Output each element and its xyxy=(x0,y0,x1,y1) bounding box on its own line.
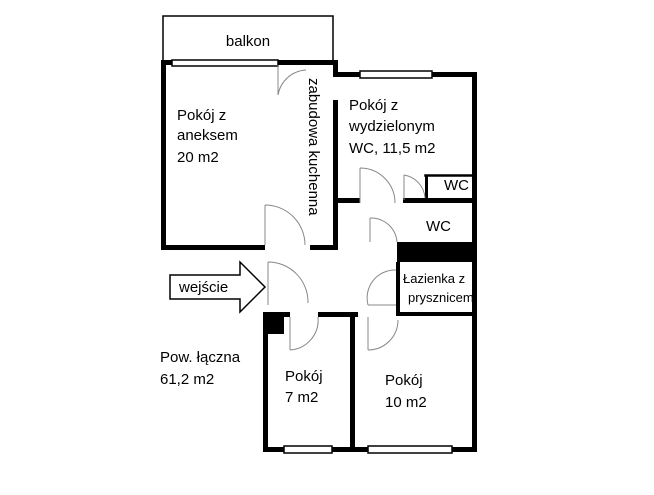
wall-wc-top xyxy=(424,174,474,177)
door-room10 xyxy=(367,317,399,351)
window-room10 xyxy=(367,445,453,454)
door-bath xyxy=(366,269,397,306)
door-room11 xyxy=(359,167,396,204)
label-living-2: aneksem xyxy=(177,127,238,144)
entrance-arrow-icon xyxy=(169,260,267,314)
window-living xyxy=(171,59,279,67)
door-wc2 xyxy=(369,217,398,243)
wall-wc1-left xyxy=(425,175,428,201)
wall-kitchen-right xyxy=(333,100,338,250)
label-wc2: WC xyxy=(426,218,451,235)
door-room7 xyxy=(289,316,319,351)
label-room11-2: wydzielonym xyxy=(348,118,435,135)
door-wc1 xyxy=(403,174,426,200)
window-room7 xyxy=(283,445,333,454)
label-room11-3: WC, 11,5 m2 xyxy=(349,140,435,157)
door-entrance xyxy=(267,261,309,305)
label-room7-2: 7 m2 xyxy=(285,389,318,406)
wall-kitchen-top xyxy=(333,60,338,72)
wall-black-strip xyxy=(397,242,477,262)
wall-room7-top-a xyxy=(268,312,290,317)
label-room11-1: Pokój z xyxy=(349,97,398,114)
label-room10-1: Pokój xyxy=(385,372,423,389)
label-room10-2: 10 m2 xyxy=(385,394,427,411)
wall-room11-bottom-b xyxy=(403,198,477,203)
label-total-2: 61,2 m2 xyxy=(160,371,214,388)
window-room11 xyxy=(359,70,433,79)
pillar-block xyxy=(266,316,284,334)
label-balcony: balkon xyxy=(226,33,270,50)
label-room7-1: Pokój xyxy=(285,368,323,385)
wall-room7-top-b xyxy=(318,312,358,317)
label-wc1: WC xyxy=(444,177,469,194)
label-living-3: 20 m2 xyxy=(177,149,219,166)
wall-room11-bottom-a xyxy=(338,198,360,203)
door-balcony xyxy=(277,65,307,96)
label-living-1: Pokój z xyxy=(177,107,226,124)
wall-bath-left xyxy=(396,262,400,316)
walls xyxy=(161,60,477,452)
door-living xyxy=(264,204,306,246)
wall-room7-right xyxy=(350,316,355,452)
label-kitchen: zabudowa kuchenna xyxy=(305,78,322,216)
wall-bath-bottom xyxy=(396,312,477,316)
label-bath-1: Łazienka z xyxy=(403,271,465,286)
wall-living-left xyxy=(161,60,166,250)
label-bath-2: prysznicem xyxy=(408,290,474,305)
wall-kitchen-bottom xyxy=(310,245,338,250)
label-entrance: wejście xyxy=(178,279,228,296)
label-total-1: Pow. łączna xyxy=(160,349,241,366)
wall-lower-left xyxy=(263,312,268,452)
doors xyxy=(264,65,426,351)
wall-living-bottom xyxy=(161,245,265,250)
